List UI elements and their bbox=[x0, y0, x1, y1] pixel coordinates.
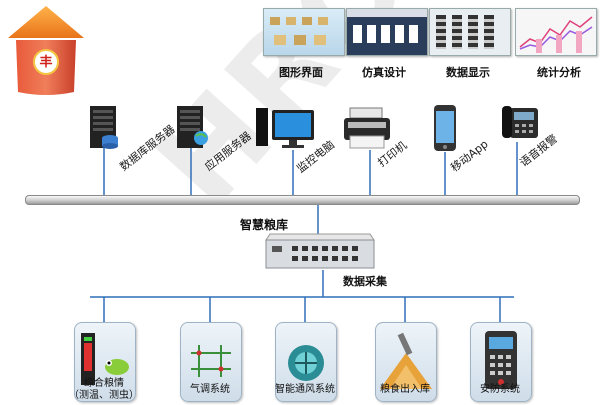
panel-security bbox=[470, 322, 532, 402]
caption-statistics: 统计分析 bbox=[537, 66, 581, 79]
logo-glyph: 丰 bbox=[39, 55, 53, 70]
caption-grain-condition-2: （测温、测虫） bbox=[69, 390, 139, 401]
caption-graphic-ui: 图形界面 bbox=[279, 66, 323, 79]
center-title: 智慧粮库 bbox=[240, 218, 289, 232]
monitor-pc-icon bbox=[256, 108, 314, 148]
voice-alarm-phone-icon bbox=[502, 106, 538, 138]
screenshot-statistics bbox=[515, 8, 597, 56]
caption-data-display: 数据显示 bbox=[446, 66, 490, 79]
caption-air-conditioning: 气调系统 bbox=[190, 384, 230, 395]
screenshot-simulation bbox=[346, 8, 428, 56]
app-server-icon bbox=[177, 106, 208, 148]
mobile-phone-icon bbox=[434, 105, 456, 151]
caption-ventilation: 智能通风系统 bbox=[275, 384, 335, 395]
network-backbone bbox=[25, 195, 580, 205]
caption-security: 安防系统 bbox=[480, 384, 520, 395]
panel-ventilation bbox=[275, 322, 337, 402]
collector-label: 数据采集 bbox=[343, 275, 387, 288]
network-switch-icon bbox=[265, 233, 375, 269]
panel-grain-condition bbox=[74, 322, 136, 402]
caption-grain-condition-1: 综合粮情 bbox=[84, 378, 124, 389]
caption-grain-in-out: 粮食出入库 bbox=[380, 384, 430, 395]
panel-grain-in-out bbox=[375, 322, 437, 402]
screenshot-data-display bbox=[429, 8, 511, 56]
printer-icon bbox=[344, 107, 390, 149]
screenshot-graphic-ui bbox=[263, 8, 345, 56]
database-server-icon bbox=[90, 106, 118, 149]
house-logo bbox=[8, 6, 84, 95]
caption-simulation: 仿真设计 bbox=[362, 66, 406, 79]
